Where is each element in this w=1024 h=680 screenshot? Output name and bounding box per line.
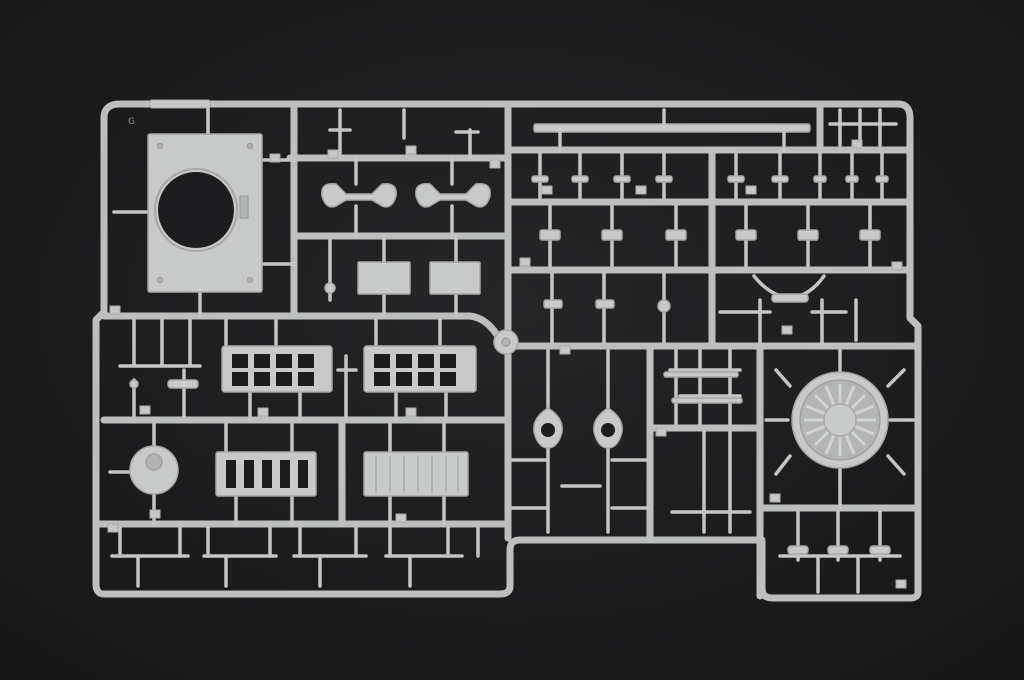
tow-hook-parts — [510, 348, 650, 534]
long-bar-part — [533, 108, 811, 152]
sprue-frame — [92, 100, 922, 602]
fan-grille-part — [764, 348, 916, 510]
rail-connector-hub — [501, 337, 511, 347]
handle-parts-upper — [321, 108, 491, 238]
bracket-parts-row-2 — [539, 204, 881, 268]
small-plate-parts — [324, 234, 481, 318]
bottom-right-small-parts — [778, 510, 902, 594]
sprue-letter-label: G — [128, 117, 135, 127]
grille-parts — [221, 318, 477, 422]
bracket-parts-row-3 — [543, 272, 858, 346]
sprue-name-plate — [149, 99, 211, 109]
bottom-small-parts — [110, 526, 480, 588]
bracket-parts-row-1 — [531, 152, 889, 200]
slatted-panel-parts — [215, 422, 469, 526]
part-number-tabs — [107, 139, 907, 589]
round-cap-part — [108, 422, 179, 526]
corner-clip-parts — [828, 108, 898, 148]
pin-parts-left — [118, 318, 202, 418]
rod-parts-center — [663, 348, 752, 534]
